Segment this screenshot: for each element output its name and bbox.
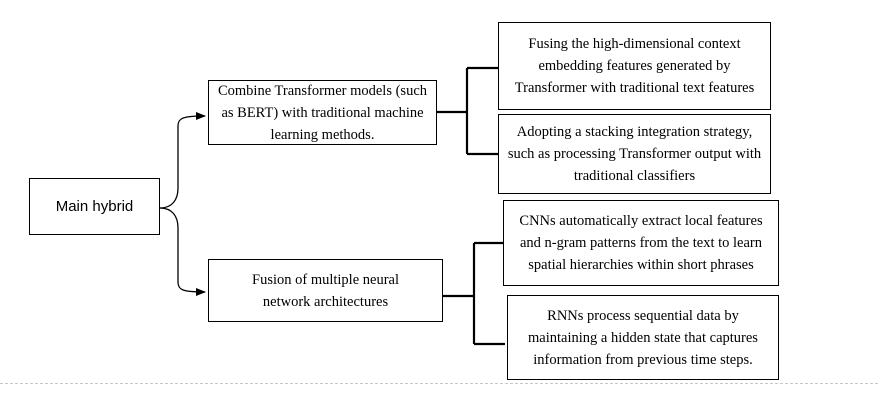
leaf-node-label: Fusing the high-dimensional context embe…	[514, 36, 755, 96]
leaf-node-cnn: CNNs automatically extract local feature…	[503, 200, 779, 286]
leaf-node-label: Adopting a stacking integration strategy…	[507, 124, 762, 184]
leaf-node-feature-fusion: Fusing the high-dimensional context embe…	[498, 22, 771, 110]
connector-branch-1-children	[437, 66, 498, 156]
branch-node-label: Combine Transformer models (such as BERT…	[217, 82, 428, 143]
connector-root-to-branch-1	[159, 112, 206, 209]
leaf-node-label: CNNs automatically extract local feature…	[519, 213, 763, 273]
branch-node-transformer-ml: Combine Transformer models (such as BERT…	[208, 80, 437, 145]
leaf-node-stacking: Adopting a stacking integration strategy…	[498, 114, 771, 194]
page-divider	[0, 383, 878, 384]
branch-node-label: Fusion of multiple neural network archit…	[252, 271, 399, 310]
leaf-node-label: RNNs process sequential data by maintain…	[528, 307, 758, 368]
leaf-node-rnn: RNNs process sequential data by maintain…	[507, 295, 779, 380]
connector-root-to-branch-2	[159, 207, 206, 296]
connector-branch-2-children	[443, 241, 505, 346]
root-node: Main hybrid	[29, 178, 160, 235]
branch-node-neural-fusion: Fusion of multiple neural network archit…	[208, 259, 443, 322]
root-node-label: Main hybrid	[55, 198, 134, 215]
